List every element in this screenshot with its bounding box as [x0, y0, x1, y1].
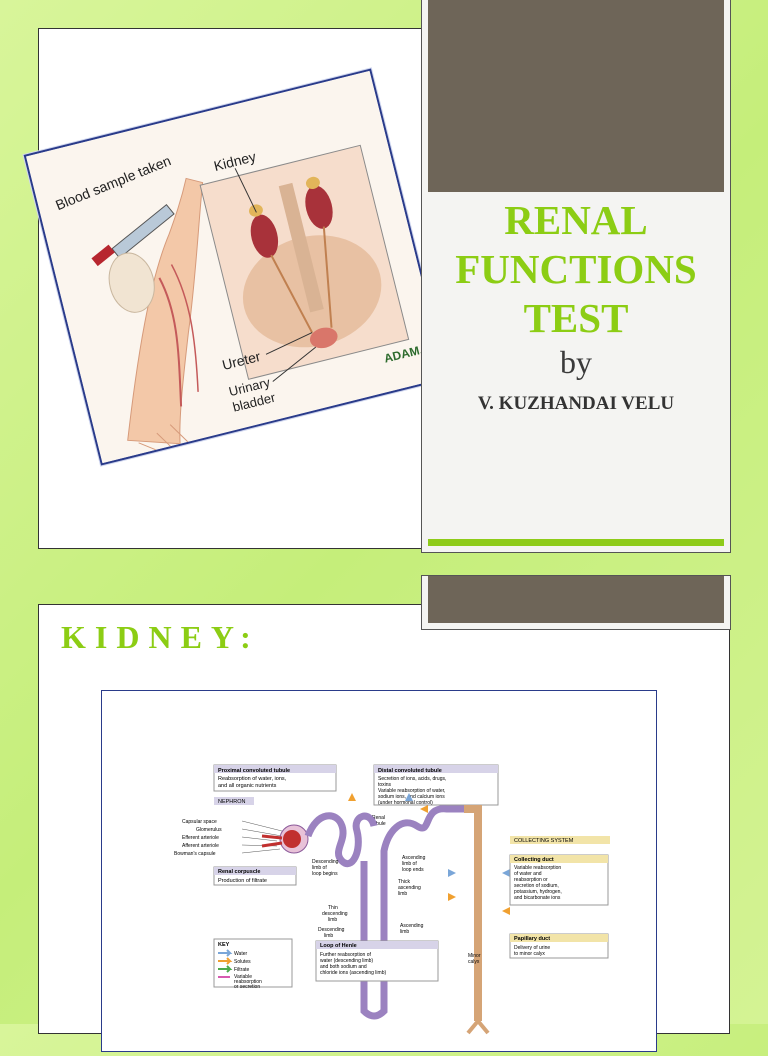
- collecting-duct-body-1: Variable reabsorption: [514, 865, 561, 871]
- ascending-loop-1: Ascending: [402, 855, 426, 861]
- collecting-system-label: COLLECTING SYSTEM: [514, 838, 574, 844]
- ascending-loop-3: loop ends: [402, 867, 424, 873]
- renal-corpuscle-body: Production of filtrate: [218, 878, 267, 884]
- papillary-duct-body-2: to minor calyx: [514, 951, 545, 957]
- dct-body-3: Variable reabsorption of water,: [378, 788, 445, 794]
- dct-body-1: Secretion of ions, acids, drugs,: [378, 776, 446, 782]
- nephron-diagram: Proximal convoluted tubule Reabsorption …: [174, 764, 610, 1035]
- title-line-2: FUNCTIONS: [455, 246, 697, 292]
- dct-body-4: sodium ions, and calcium ions: [378, 794, 445, 800]
- key-solutes: Solutes: [234, 959, 251, 965]
- thick-ascending-1: Thick: [398, 879, 410, 885]
- descending-loop-2: limb of: [312, 865, 327, 871]
- ascending-loop-2: limb of: [402, 861, 417, 867]
- slide-heading: KIDNEY:: [61, 619, 260, 655]
- author-name: V. KUZHANDAI VELU: [477, 393, 675, 414]
- anatomy-illustration: Blood sample taken Kidney Ureter Urinary…: [26, 70, 446, 464]
- glomerulus-label: Glomerulus: [196, 827, 222, 833]
- key-variable: Variable: [234, 974, 252, 980]
- minor-calyx-1: Minor: [468, 953, 481, 959]
- dct-title: Distal convoluted tubule: [378, 768, 442, 774]
- nephron-diagram-frame: Proximal convoluted tubule Reabsorption …: [101, 690, 657, 1052]
- ascending-limb-1: Ascending: [400, 923, 424, 929]
- key-reabsorption: reabsorption: [234, 979, 262, 985]
- thick-ascending-2: ascending: [398, 885, 421, 891]
- slide2-header-panel: [421, 575, 731, 630]
- title-line-3: TEST: [523, 295, 629, 341]
- kidney-slide: KIDNEY: Proximal convoluted tubule Reabs…: [38, 575, 731, 1052]
- by-label: by: [560, 344, 592, 380]
- collecting-duct-body-6: and bicarbonate ions: [514, 895, 561, 901]
- thick-ascending-3: limb: [398, 891, 407, 897]
- presentation-title: RENAL FUNCTIONS TEST: [422, 196, 730, 343]
- key-filtrate: Filtrate: [234, 967, 250, 973]
- thin-descending-1: Thin: [328, 905, 338, 911]
- pct-title: Proximal convoluted tubule: [218, 768, 290, 774]
- kidney-anatomy-photo: Blood sample taken Kidney Ureter Urinary…: [23, 68, 449, 466]
- ascending-limb-2: limb: [400, 929, 409, 935]
- collecting-duct-body-3: reabsorption or: [514, 877, 548, 883]
- key-secretion: or secretion: [234, 984, 260, 990]
- renal-tubule-1: Renal: [372, 815, 385, 821]
- slide2-header-fill: [428, 576, 724, 623]
- loop-title: Loop of Henle: [320, 943, 357, 949]
- nephron-label: NEPHRON: [218, 799, 246, 805]
- minor-calyx-2: calyx: [468, 959, 480, 965]
- descending-limb-1: Descending: [318, 927, 345, 933]
- loop-body-2: water (descending limb): [320, 958, 373, 964]
- renal-corpuscle-title: Renal corpuscle: [218, 869, 261, 875]
- descending-loop-3: loop begins: [312, 871, 338, 877]
- papillary-duct-title: Papillary duct: [514, 936, 550, 942]
- afferent-arteriole-label: Afferent arteriole: [182, 843, 219, 849]
- bowmans-capsule-label: Bowman's capsule: [174, 851, 216, 857]
- collecting-duct-body-2: of water and: [514, 871, 542, 877]
- title-panel-header: [428, 0, 724, 192]
- renal-tubule-2: tubule: [372, 821, 386, 827]
- capsular-space-label: Capsular space: [182, 819, 217, 825]
- key-title: KEY: [218, 942, 230, 948]
- dct-body-2: toxins: [378, 782, 392, 788]
- papillary-duct-body-1: Delivery of urine: [514, 945, 550, 951]
- collecting-duct-body-5: potassium, hydrogen,: [514, 889, 562, 895]
- collecting-duct-title: Collecting duct: [514, 857, 554, 863]
- pct-body-2: and all organic nutrients: [218, 783, 277, 789]
- descending-limb-2: limb: [324, 933, 333, 939]
- collecting-duct-body-4: secretion of sodium,: [514, 883, 559, 889]
- key-water: Water: [234, 951, 247, 957]
- title-panel: RENAL FUNCTIONS TEST by V. KUZHANDAI VEL…: [421, 0, 731, 553]
- efferent-arteriole-label: Efferent arteriole: [182, 835, 219, 841]
- dct-body-5: (under hormonal control): [378, 800, 433, 806]
- thin-descending-3: limb: [328, 917, 337, 923]
- thin-descending-2: descending: [322, 911, 348, 917]
- loop-body-1: Further reabsorption of: [320, 952, 371, 958]
- title-line-1: RENAL: [504, 197, 648, 243]
- descending-loop-1: Descending: [312, 859, 339, 865]
- loop-body-3: and both sodium and: [320, 964, 367, 970]
- pct-body-1: Reabsorption of water, ions,: [218, 776, 287, 782]
- accent-bar: [428, 539, 724, 546]
- loop-body-4: chloride ions (ascending limb): [320, 970, 386, 976]
- title-slide: Blood sample taken Kidney Ureter Urinary…: [23, 0, 731, 553]
